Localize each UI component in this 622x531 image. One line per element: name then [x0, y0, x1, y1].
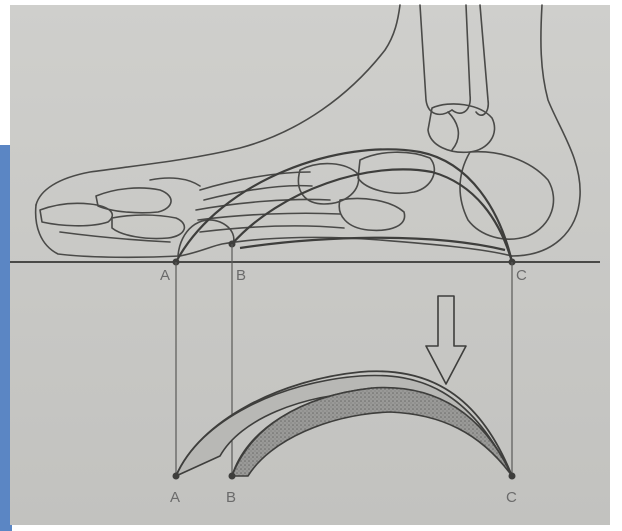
- label-a-top: A: [160, 267, 170, 284]
- label-b-bottom: B: [226, 489, 236, 506]
- paper-sheet: [10, 5, 610, 525]
- point-c-bottom: [509, 473, 516, 480]
- label-b-top: B: [236, 267, 246, 284]
- point-a-bottom: [173, 473, 180, 480]
- label-a-bottom: A: [170, 489, 180, 506]
- label-c-bottom: C: [506, 489, 517, 506]
- label-c-top: C: [516, 267, 527, 284]
- point-b-bottom: [229, 473, 236, 480]
